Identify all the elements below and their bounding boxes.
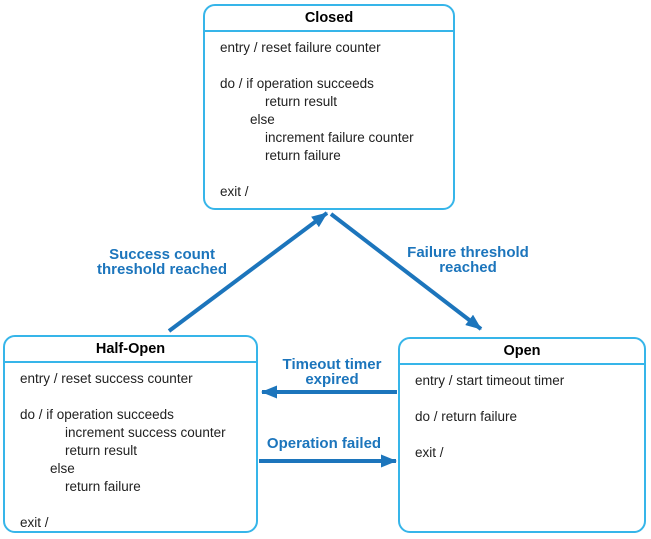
state-half-open-title: Half-Open — [5, 337, 256, 363]
state-half-open: Half-Open entry / reset success counter … — [3, 335, 258, 533]
transition-label-operation-failed: Operation failed — [266, 435, 382, 452]
transition-label-failure-threshold: Failure threshold reached — [407, 244, 529, 276]
transition-label-success-count-threshold: Success count threshold reached — [96, 246, 228, 278]
transition-label-timeout-timer-expired: Timeout timer expired — [282, 356, 382, 388]
state-open: Open entry / start timeout timer do / re… — [398, 337, 646, 533]
state-closed: Closed entry / reset failure counter do … — [203, 4, 455, 210]
state-closed-body: entry / reset failure counter do / if op… — [220, 40, 414, 199]
state-open-title: Open — [400, 339, 644, 365]
state-open-body: entry / start timeout timer do / return … — [415, 373, 565, 460]
state-closed-title: Closed — [205, 6, 453, 32]
state-half-open-body: entry / reset success counter do / if op… — [20, 371, 226, 530]
